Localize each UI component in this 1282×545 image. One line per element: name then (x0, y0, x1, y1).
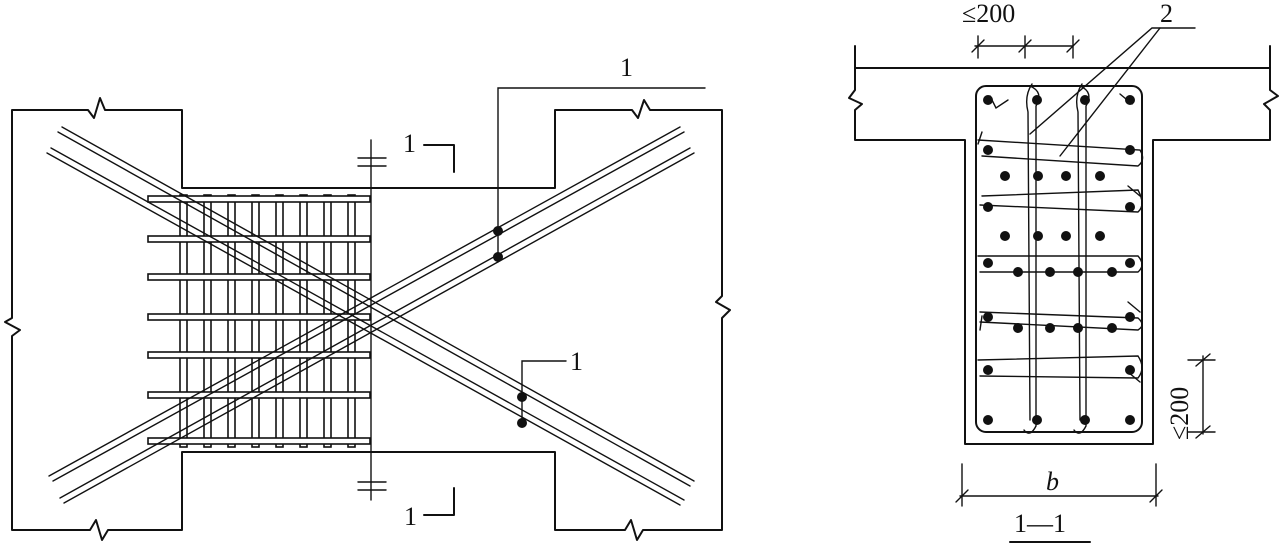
horizontal-bar (147, 195, 371, 203)
stirrup (227, 194, 236, 448)
callout-upper-label: 1 (620, 53, 633, 82)
longitudinal-bars (983, 95, 1135, 425)
beam-section: ≤200 2 ≤200 b 1—1 (848, 0, 1279, 543)
slab-beam-outline (848, 45, 1279, 445)
stirrup (323, 194, 332, 448)
stirrup (251, 194, 260, 448)
section-marker-top-label: 1 (403, 129, 416, 158)
dimension-width-label: b (1046, 467, 1059, 496)
stirrup (275, 194, 284, 448)
cross-ties (1023, 83, 1090, 434)
dimension-side-label: ≤200 (1165, 387, 1194, 440)
stirrup (299, 194, 308, 448)
callout-cross-tie: 2 (1029, 0, 1196, 157)
callout-lower-label: 1 (570, 347, 583, 376)
section-marker-bottom: 1 (404, 487, 455, 531)
dimension-top-spacing: ≤200 (962, 0, 1080, 59)
beam-elevation: 1 1 1 1 (4, 53, 731, 541)
section-marker-top: 1 (403, 129, 455, 173)
horizontal-bar (147, 235, 371, 243)
spiral-ties (977, 139, 1144, 379)
dimension-width: b (955, 463, 1163, 507)
section-cut-line (357, 139, 387, 501)
horizontal-bar (147, 313, 371, 321)
diagonal-bundle-ascending (48, 126, 695, 504)
left-wall-outline (4, 97, 731, 541)
dimension-top-label: ≤200 (962, 0, 1015, 28)
callout-diagonal-bundle-upper: 1 (493, 53, 706, 263)
stirrup-cage (147, 194, 371, 448)
outer-stirrup (975, 85, 1143, 433)
section-title: 1—1 (1009, 509, 1091, 543)
section-marker-bottom-label: 1 (404, 502, 417, 531)
dimension-side-spacing: ≤200 (1165, 353, 1216, 440)
callout-diagonal-bundle-lower: 1 (517, 347, 583, 428)
section-title-text: 1—1 (1014, 509, 1066, 538)
callout-cross-tie-label: 2 (1160, 0, 1173, 28)
horizontal-bar (147, 437, 371, 445)
horizontal-bar (147, 273, 371, 281)
stirrup (203, 194, 212, 448)
horizontal-bar (147, 351, 371, 359)
